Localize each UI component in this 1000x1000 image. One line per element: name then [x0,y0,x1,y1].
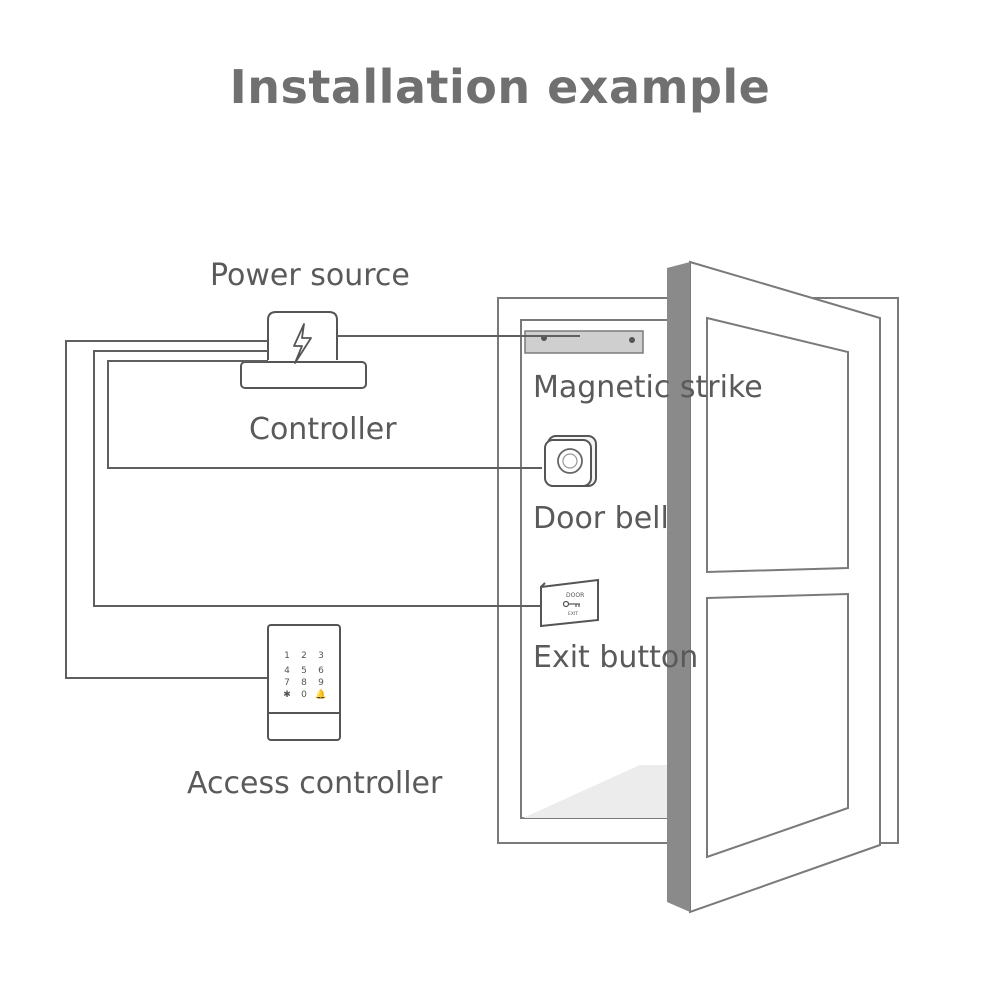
door-bell-label: Door bell [533,501,669,536]
keypad-key: 0 [301,690,307,700]
magnetic-strike-label: Magnetic strike [533,370,763,405]
keypad-key: 4 [284,666,290,676]
key-icon [562,600,580,608]
keypad-key: ✱ [283,690,291,700]
wire-door-bell [107,360,542,469]
keypad-key: 3 [318,651,324,661]
keypad-keys: 1 2 3 4 5 6 7 8 9 ✱ 0 🔔 [283,651,326,700]
magnetic-strike-device [524,330,644,354]
power-source-label: Power source [210,258,410,293]
keypad-key: 9 [318,678,324,688]
door-bell-device [544,435,597,487]
wire-access-controller [65,340,268,679]
access-controller-device: 1 2 3 4 5 6 7 8 9 ✱ 0 🔔 [267,624,341,741]
exit-button-label: Exit button [533,640,699,675]
controller-device [240,311,367,389]
door-leaf [667,260,881,914]
access-controller-label: Access controller [187,766,443,801]
exit-plate-bottom-text: EXIT [568,611,578,617]
page-title: Installation example [229,60,771,114]
exit-plate-top-text: DOOR [566,592,584,599]
wire-exit-button [93,350,540,607]
keypad-key: 6 [318,666,324,676]
keypad-key: 5 [301,666,307,676]
keypad-key: 8 [301,678,307,688]
keypad-key: 1 [284,651,290,661]
keypad-key: 7 [284,678,290,688]
exit-button-device: DOOR EXIT [540,578,599,628]
keypad-key: 2 [301,651,307,661]
keypad-key: 🔔 [315,689,326,700]
wiring [65,335,580,679]
controller-label: Controller [249,412,397,447]
lightning-bolt-icon [293,323,312,364]
